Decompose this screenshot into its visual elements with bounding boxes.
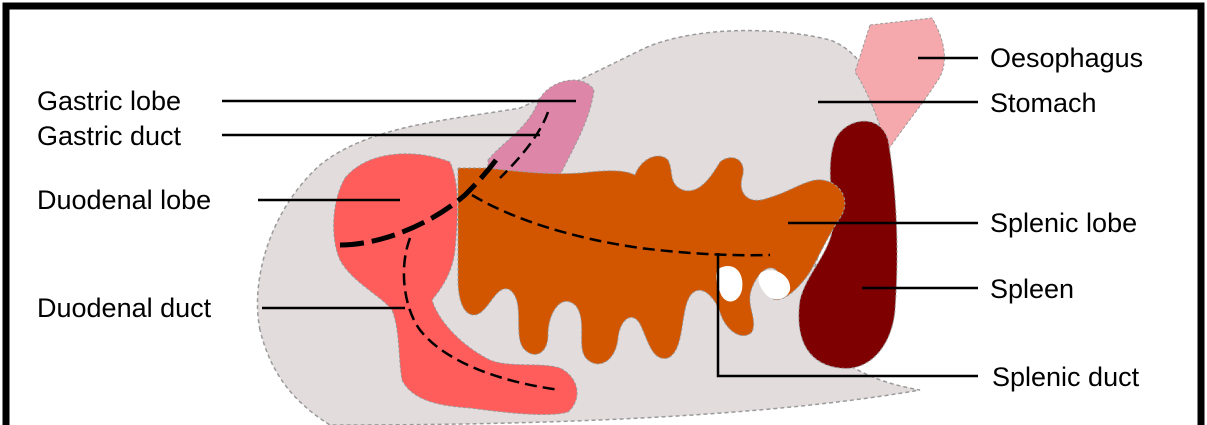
label-spleen: Spleen (990, 274, 1074, 304)
label-oesophagus: Oesophagus (990, 43, 1143, 73)
label-splenic-duct: Splenic duct (992, 362, 1140, 392)
label-gastric-lobe: Gastric lobe (37, 86, 181, 116)
label-gastric-duct: Gastric duct (37, 121, 182, 151)
label-splenic-lobe: Splenic lobe (990, 208, 1137, 238)
label-duodenal-lobe: Duodenal lobe (37, 185, 211, 215)
label-duodenal-duct: Duodenal duct (37, 293, 212, 323)
label-stomach: Stomach (990, 88, 1097, 118)
